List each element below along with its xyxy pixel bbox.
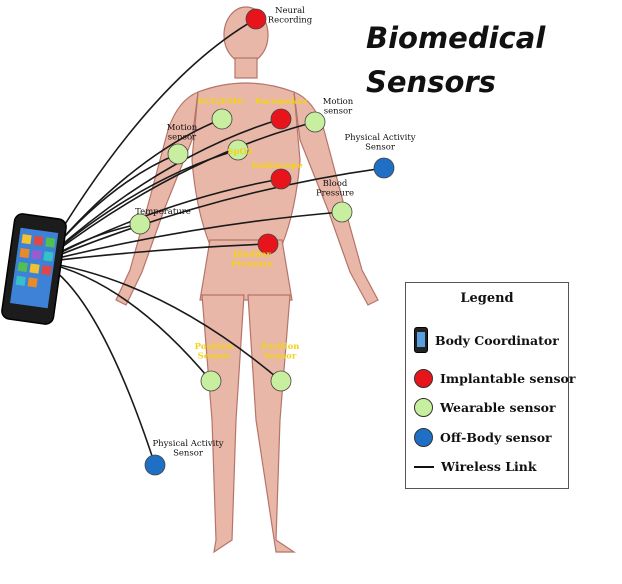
wearable-sensor-dot xyxy=(129,213,151,235)
wireless-link-line xyxy=(41,149,239,263)
implantable-sensor-dot xyxy=(257,233,279,255)
wireless-link-line xyxy=(41,243,269,263)
phone-icon xyxy=(414,327,428,353)
sensor-label: Endoscope xyxy=(251,161,303,171)
wireless-link-line xyxy=(41,121,316,263)
legend-label-implantable: Implantable sensor xyxy=(440,371,576,386)
body-neck xyxy=(234,57,258,79)
implantable-dot-icon xyxy=(414,369,433,388)
wearable-dot-icon xyxy=(414,398,433,417)
wearable-sensor-dot xyxy=(270,370,292,392)
sensor-label: ECG/EMG xyxy=(198,97,245,107)
wireless-links xyxy=(41,18,385,466)
legend-label-body-coordinator: Body Coordinator xyxy=(435,332,559,348)
sensor-label: Temperature xyxy=(135,207,191,217)
title-line-2: Sensors xyxy=(366,65,496,99)
wireless-link-line xyxy=(41,261,212,382)
off-body-sensor-dot xyxy=(144,454,166,476)
implantable-sensor-dot xyxy=(270,108,292,130)
body-left-arm xyxy=(293,91,379,306)
legend-row-wearable: Wearable sensor xyxy=(414,398,556,417)
wearable-sensor-dot xyxy=(331,201,353,223)
off-body-dot-icon xyxy=(414,428,433,447)
body-left-leg xyxy=(247,294,296,553)
wireless-link-line-icon xyxy=(414,465,434,468)
body-coordinator-phone xyxy=(1,213,67,325)
legend-row-wireless: Wireless Link xyxy=(414,459,537,474)
wearable-sensor-dot xyxy=(227,139,249,161)
sensor-label: SpO2 xyxy=(227,147,252,157)
wearable-sensor-dot xyxy=(200,370,222,392)
wireless-link-line xyxy=(41,211,343,263)
body-right-leg xyxy=(201,294,245,554)
sensor-label: Pacemaker xyxy=(255,97,308,107)
implantable-sensor-dot xyxy=(245,8,267,30)
legend-row-implantable: Implantable sensor xyxy=(414,369,575,388)
legend-title: Legend xyxy=(460,291,514,306)
wearable-sensor-dot xyxy=(304,111,326,133)
wireless-link-line xyxy=(41,261,156,466)
wireless-link-line xyxy=(41,18,257,263)
legend-label-wearable: Wearable sensor xyxy=(440,400,556,415)
implantable-sensor-dot xyxy=(270,168,292,190)
sensors xyxy=(129,8,395,476)
off-body-sensor-dot xyxy=(373,157,395,179)
wireless-link-line xyxy=(41,261,282,382)
legend-box: Legend Body Coordinator Implantable sens… xyxy=(405,282,575,489)
legend-row-off-body: Off-Body sensor xyxy=(414,428,552,447)
title-line-1: Biomedical xyxy=(366,21,546,55)
wireless-link-line xyxy=(41,118,282,263)
legend-label-wireless: Wireless Link xyxy=(441,459,537,474)
wearable-sensor-dot xyxy=(211,108,233,130)
wireless-link-line xyxy=(41,167,385,263)
body-pelvis xyxy=(199,239,293,301)
wearable-sensor-dot xyxy=(167,143,189,165)
legend-label-off-body: Off-Body sensor xyxy=(440,430,552,445)
legend-row-body-coordinator: Body Coordinator xyxy=(414,327,559,353)
